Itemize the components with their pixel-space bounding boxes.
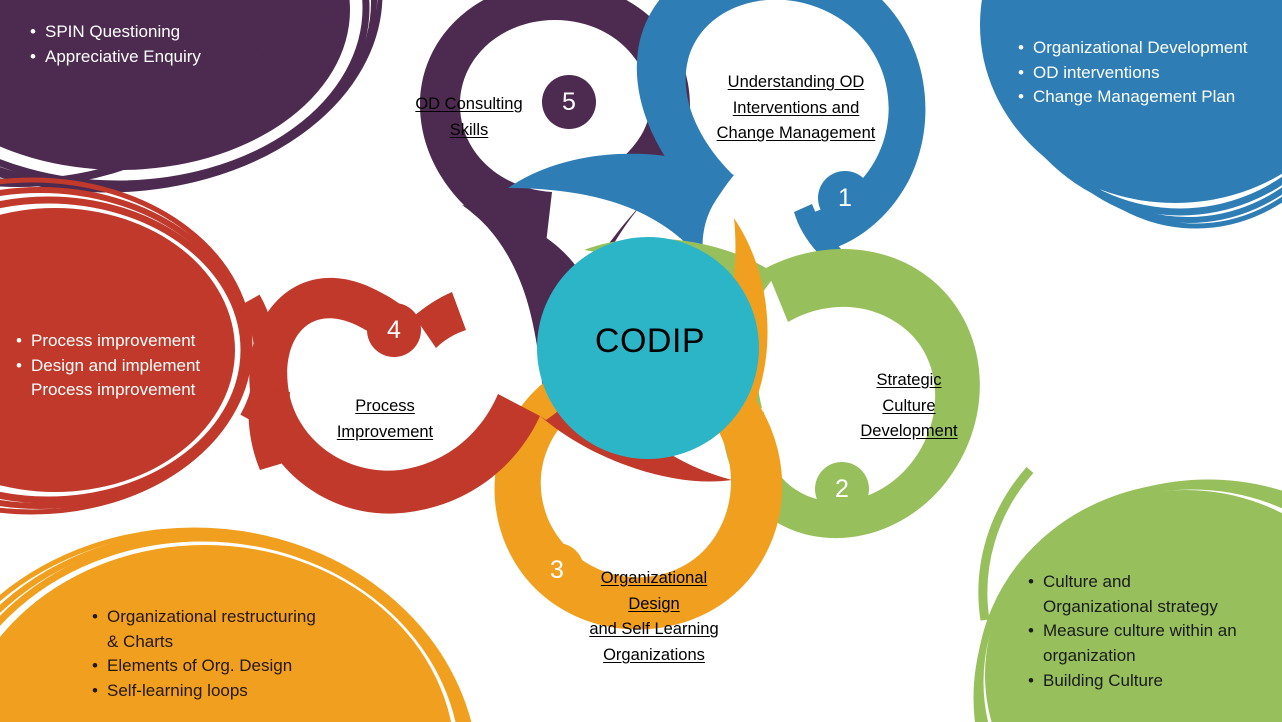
bullet-continuation: & Charts [107,631,174,651]
petal-4-line-2: Improvement [336,422,434,441]
petal-3-label: Organizational Design and Self Learning … [562,566,746,669]
corner-text-left: Process improvement Design and implement… [16,329,200,403]
bullet-item: Appreciative Enquiry [30,45,201,70]
petal-4-label: Process Improvement [300,394,470,445]
corner-blob-bottom-right [973,467,1282,722]
bullet-continuation: Process improvement [31,380,196,400]
corner-text-bottom-right: Culture and Organizational strategy Meas… [1028,570,1237,693]
petal-2-number: 2 [835,475,849,503]
bullet-item: OD interventions [1018,61,1248,86]
bullet-item: Organizational Development [1018,36,1248,61]
petal-1-number-badge[interactable] [818,171,872,225]
bullet-item: Organizational restructuring [92,605,316,630]
petal-4-line-1: Process [355,397,415,415]
petal-3-number: 3 [550,556,564,584]
bullet-item: Culture and [1028,570,1237,595]
corner-text-bottom-left: Organizational restructuring & Charts El… [92,605,316,704]
corner-text-top-left: SPIN Questioning Appreciative Enquiry [30,20,201,69]
petal-1-line-1: Understanding OD [727,73,865,91]
petal-1-line-3: Change Management [716,124,876,143]
petal-3-line-3: and Self Learning [589,620,719,639]
bullet-item: Building Culture [1028,669,1237,694]
petal-5-label: OD Consulting Skills [388,92,550,143]
bullet-item: SPIN Questioning [30,20,201,45]
petal-2-line-1: Strategic [876,371,942,389]
petal-1-line-2: Interventions and [732,98,860,117]
petal-5-line-1: OD Consulting [415,95,523,113]
bullet-item: Self-learning loops [92,679,316,704]
bullet-item: Process improvement [16,329,200,354]
bullet-item: Design and implement [16,354,200,379]
petal-5-number: 5 [562,88,576,116]
petal-2-number-badge[interactable] [815,462,869,516]
petal-2-line-3: Development [860,422,958,441]
petal-1-number: 1 [838,184,852,212]
center-label: CODIP [594,322,706,360]
petal-5-line-2: Skills [449,120,489,139]
petal-3-number-badge[interactable] [530,543,584,597]
petal-2-label: Strategic Culture Development [814,368,1004,445]
petal-3-line-4: Organizations [603,646,705,665]
petal-1-label: Understanding OD Interventions and Chang… [696,70,896,147]
bullet-item: Measure culture within an [1028,619,1237,644]
petal-4-number-badge[interactable] [367,303,421,357]
corner-text-top-right: Organizational Development OD interventi… [1018,36,1248,110]
bullet-continuation: organization [1043,645,1136,665]
center-circle[interactable] [537,237,759,459]
bullet-continuation: Organizational strategy [1043,596,1218,616]
petal-3-line-2: Design [628,594,680,613]
bullet-item: Elements of Org. Design [92,654,316,679]
petal-5-number-badge[interactable] [542,75,596,129]
petal-3-line-1: Organizational [600,569,708,587]
petal-4-number: 4 [387,316,401,344]
bullet-item: Change Management Plan [1018,85,1248,110]
petal-2-line-2: Culture [882,396,936,415]
